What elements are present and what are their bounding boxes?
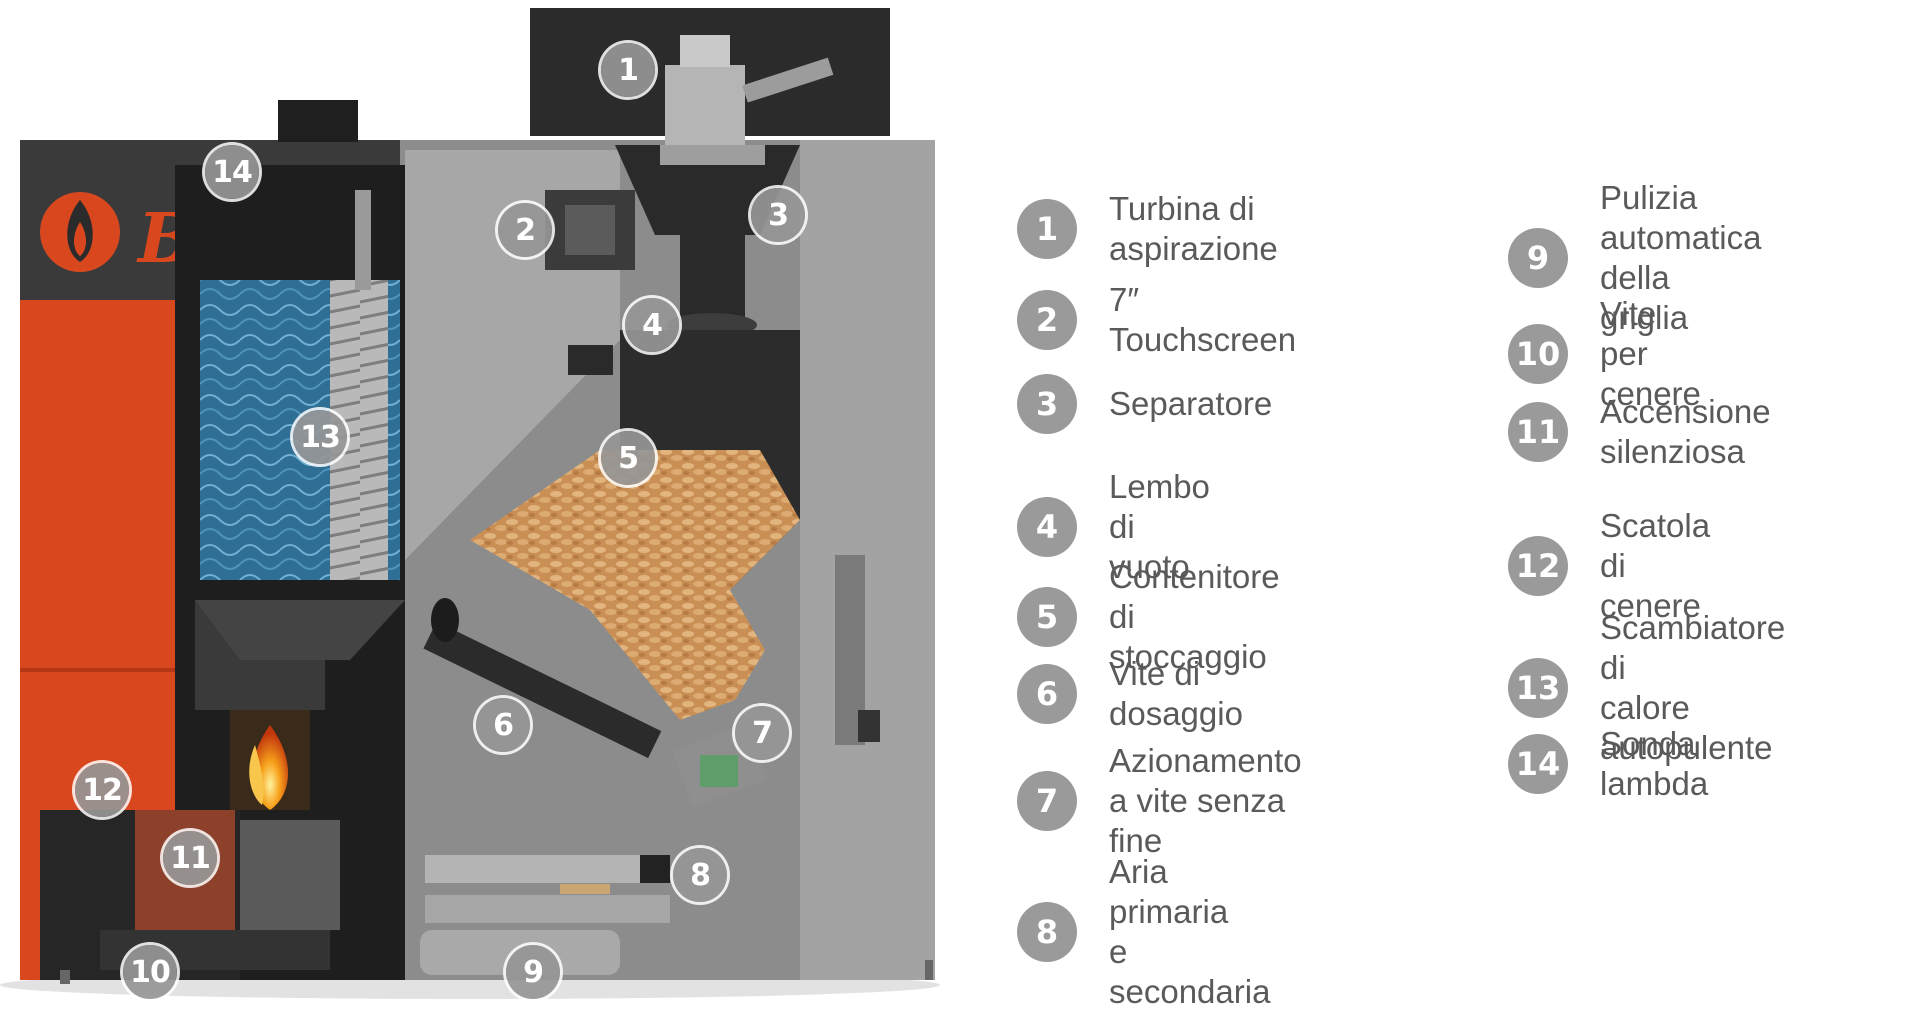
hopper-side-panel (800, 140, 935, 980)
legend-item: 8 Aria primaria e secondaria (1017, 852, 1270, 1012)
legend-number: 6 (1017, 664, 1077, 724)
legend-item: 9 Pulizia automatica della griglia (1508, 178, 1761, 338)
chimney (278, 100, 358, 142)
legend-number: 7 (1017, 771, 1077, 831)
legend-label: Aria primaria e secondaria (1109, 853, 1271, 1010)
legend-item: 5 Contenitore di stoccaggio (1017, 557, 1280, 677)
legend-label: Vite di dosaggio (1109, 655, 1243, 732)
legend-label: Accensione silenziosa (1600, 393, 1771, 470)
silent-ignition (240, 820, 340, 930)
legend-item: 11 Accensione silenziosa (1508, 392, 1771, 472)
legend-item: 12 Scatola di cenere (1508, 506, 1710, 626)
legend-item: 7 Azionamento a vite senza fine (1017, 741, 1302, 861)
callout-1: 1 (601, 43, 655, 97)
legend-label: Lembo di vuoto (1109, 468, 1210, 585)
legend-label: Vite per cenere (1600, 295, 1701, 412)
legend-item: 10 Vite per cenere (1508, 294, 1701, 414)
callout-10: 10 (123, 945, 177, 999)
suction-turbine (665, 35, 834, 145)
legend-label: Azionamento a vite senza fine (1109, 742, 1302, 859)
vacuum-flap (680, 235, 745, 325)
legend-number: 1 (1017, 199, 1077, 259)
dosing-screw (423, 598, 662, 759)
legend-label: Scatola di cenere (1600, 507, 1711, 624)
callout-2: 2 (498, 203, 552, 257)
burner-flame (230, 710, 310, 810)
legend-number: 3 (1017, 374, 1077, 434)
callout-5: 5 (601, 431, 655, 485)
legend-label: Separatore (1109, 385, 1273, 422)
legend-item: 14 Sonda lambda (1508, 724, 1708, 804)
legend-item: 2 7″ Touchscreen (1017, 280, 1296, 360)
legend-number: 5 (1017, 587, 1077, 647)
legend-item: 1 Turbina di aspirazione (1017, 189, 1278, 269)
callout-7: 7 (735, 706, 789, 760)
callout-14: 14 (205, 145, 259, 199)
legend-number: 13 (1508, 658, 1568, 718)
callout-4: 4 (625, 298, 679, 352)
legend-label: Pulizia automatica della griglia (1600, 179, 1762, 336)
callout-8: 8 (673, 848, 727, 902)
callout-11: 11 (163, 831, 217, 885)
legend-number: 11 (1508, 402, 1568, 462)
legend-number: 14 (1508, 734, 1568, 794)
legend-number: 12 (1508, 536, 1568, 596)
legend-label: Contenitore di stoccaggio (1109, 558, 1280, 675)
legend-item: 13 Scambiatore di calore autopulente (1508, 608, 1785, 768)
callout-13: 13 (293, 410, 347, 464)
callout-12: 12 (75, 763, 129, 817)
legend-number: 2 (1017, 290, 1077, 350)
legend-label: Turbina di aspirazione (1109, 190, 1278, 267)
callout-6: 6 (476, 698, 530, 752)
callout-9: 9 (506, 945, 560, 999)
legend-number: 4 (1017, 497, 1077, 557)
legend-item: 3 Separatore (1017, 374, 1272, 434)
legend-label: Sonda lambda (1600, 725, 1709, 802)
callout-3: 3 (751, 188, 805, 242)
legend-number: 10 (1508, 324, 1568, 384)
pellet-storage (470, 450, 800, 720)
legend-item: 6 Vite di dosaggio (1017, 654, 1243, 734)
legend-label: 7″ Touchscreen (1109, 281, 1297, 358)
legend-item: 4 Lembo di vuoto (1017, 467, 1210, 587)
legend-number: 8 (1017, 902, 1077, 962)
legend-number: 9 (1508, 228, 1568, 288)
legend-label: Scambiatore di calore autopulente (1600, 609, 1786, 766)
air-supply-ducts (425, 855, 670, 923)
boiler-illustration: B (0, 8, 940, 999)
